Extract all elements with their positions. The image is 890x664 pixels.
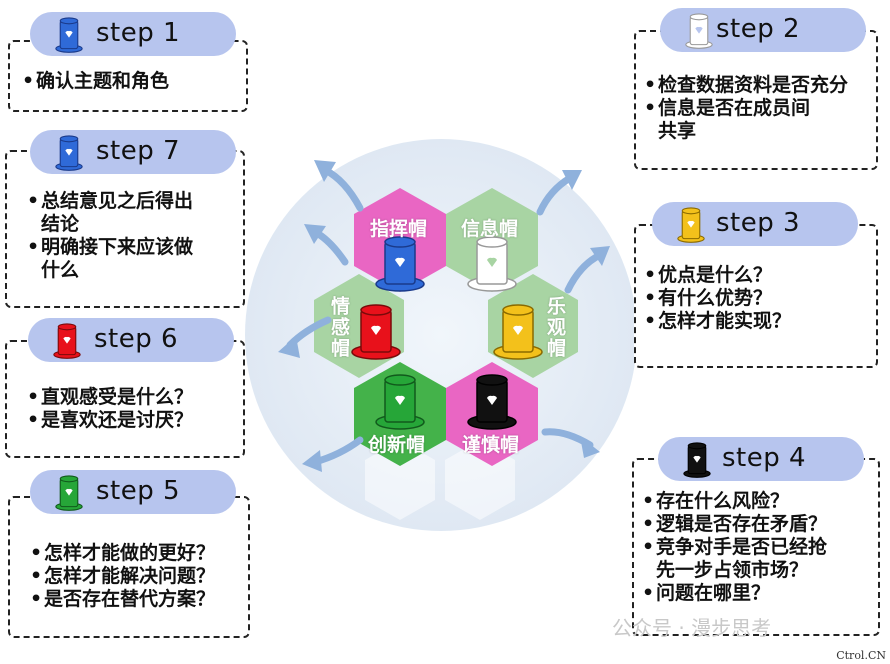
green-hat-icon bbox=[375, 374, 425, 430]
list-item-cont: 结论 bbox=[41, 213, 80, 235]
white-hat-icon bbox=[467, 236, 517, 292]
red-hat-icon bbox=[53, 323, 81, 359]
black-hat-icon bbox=[683, 442, 711, 478]
blue-hat-icon bbox=[55, 17, 83, 53]
step-label: step 5 bbox=[96, 476, 181, 506]
white-hat-icon bbox=[685, 13, 713, 49]
list-item: 怎样才能实现？ bbox=[642, 310, 876, 333]
list-item-cont: 共享 bbox=[658, 120, 697, 142]
hex-label-qinggan: 情感帽 bbox=[328, 296, 350, 359]
bg-hexagon bbox=[365, 440, 435, 520]
list-item: 是喜欢还是讨厌？ bbox=[25, 409, 243, 432]
step3-pill: step 3 bbox=[652, 202, 858, 246]
watermark: 公众号 · 漫步思考 bbox=[612, 616, 772, 640]
background-circle bbox=[245, 139, 637, 531]
step-label: step 1 bbox=[96, 18, 181, 48]
list-item: 有什么优势？ bbox=[642, 287, 876, 310]
step-label: step 3 bbox=[716, 208, 801, 238]
hex-label-chuangxin: 创新帽 bbox=[368, 434, 426, 456]
hex-label-leguan: 乐观帽 bbox=[544, 296, 566, 359]
list-item: 怎样才能解决问题？ bbox=[28, 565, 248, 588]
list-item-cont: 什么 bbox=[41, 259, 80, 281]
arrowhead bbox=[590, 246, 610, 266]
step2-box: 检查数据资料是否充分 信息是否在成员间 共享 bbox=[634, 30, 878, 170]
list-item: 存在什么风险？ bbox=[640, 490, 878, 513]
step-label: step 7 bbox=[96, 136, 181, 166]
hex-label-xinxi: 信息帽 bbox=[461, 218, 519, 240]
red-hat-icon bbox=[351, 304, 401, 360]
arrowhead bbox=[562, 170, 582, 190]
list-item: 问题在哪里？ bbox=[640, 582, 878, 605]
arrowhead bbox=[580, 436, 600, 458]
step2-pill: step 2 bbox=[660, 8, 866, 52]
site-credit: Ctrol.CN bbox=[836, 649, 886, 662]
hex-label-zhihui: 指挥帽 bbox=[370, 218, 428, 240]
list-item: 优点是什么？ bbox=[642, 264, 876, 287]
arrowhead bbox=[314, 160, 336, 182]
list-item: 明确接下来应该做 bbox=[25, 236, 243, 259]
list-item: 总结意见之后得出 bbox=[25, 190, 243, 213]
list-item: 信息是否在成员间 bbox=[642, 97, 876, 120]
step5-pill: step 5 bbox=[30, 470, 236, 514]
black-hat-icon bbox=[467, 374, 517, 430]
arrowhead bbox=[304, 224, 326, 244]
arrowhead bbox=[278, 336, 300, 358]
list-item-cont: 先一步占领市场？ bbox=[656, 559, 809, 581]
step7-box: 总结意见之后得出 结论 明确接下来应该做 什么 bbox=[5, 150, 245, 308]
list-item: 是否存在替代方案？ bbox=[28, 588, 248, 611]
step4-box: 存在什么风险？ 逻辑是否存在矛盾？ 竞争对手是否已经抢 先一步占领市场？ 问题在… bbox=[632, 458, 880, 636]
list-item: 检查数据资料是否充分 bbox=[642, 74, 876, 97]
list-item: 直观感受是什么？ bbox=[25, 386, 243, 409]
step-label: step 2 bbox=[716, 14, 801, 44]
yellow-hat-icon bbox=[677, 207, 705, 243]
yellow-hat-icon bbox=[493, 304, 543, 360]
list-item: 逻辑是否存在矛盾？ bbox=[640, 513, 878, 536]
step5-box: 怎样才能做的更好？ 怎样才能解决问题？ 是否存在替代方案？ bbox=[8, 496, 250, 638]
step1-pill: step 1 bbox=[30, 12, 236, 56]
list-item: 怎样才能做的更好？ bbox=[28, 542, 248, 565]
blue-hat-icon bbox=[55, 135, 83, 171]
step6-pill: step 6 bbox=[28, 318, 234, 362]
list-item: 确认主题和角色 bbox=[20, 70, 246, 93]
step7-pill: step 7 bbox=[30, 130, 236, 174]
step3-box: 优点是什么？ 有什么优势？ 怎样才能实现？ bbox=[634, 224, 878, 368]
green-hat-icon bbox=[55, 475, 83, 511]
hex-label-jinshen: 谨慎帽 bbox=[462, 434, 520, 456]
arrowhead bbox=[302, 450, 322, 472]
arrow-to-step2 bbox=[536, 174, 574, 216]
step-label: step 6 bbox=[94, 324, 179, 354]
step-label: step 4 bbox=[722, 443, 807, 473]
blue-hat-icon bbox=[375, 236, 425, 292]
list-item: 竞争对手是否已经抢 bbox=[640, 536, 878, 559]
step4-pill: step 4 bbox=[658, 437, 864, 481]
